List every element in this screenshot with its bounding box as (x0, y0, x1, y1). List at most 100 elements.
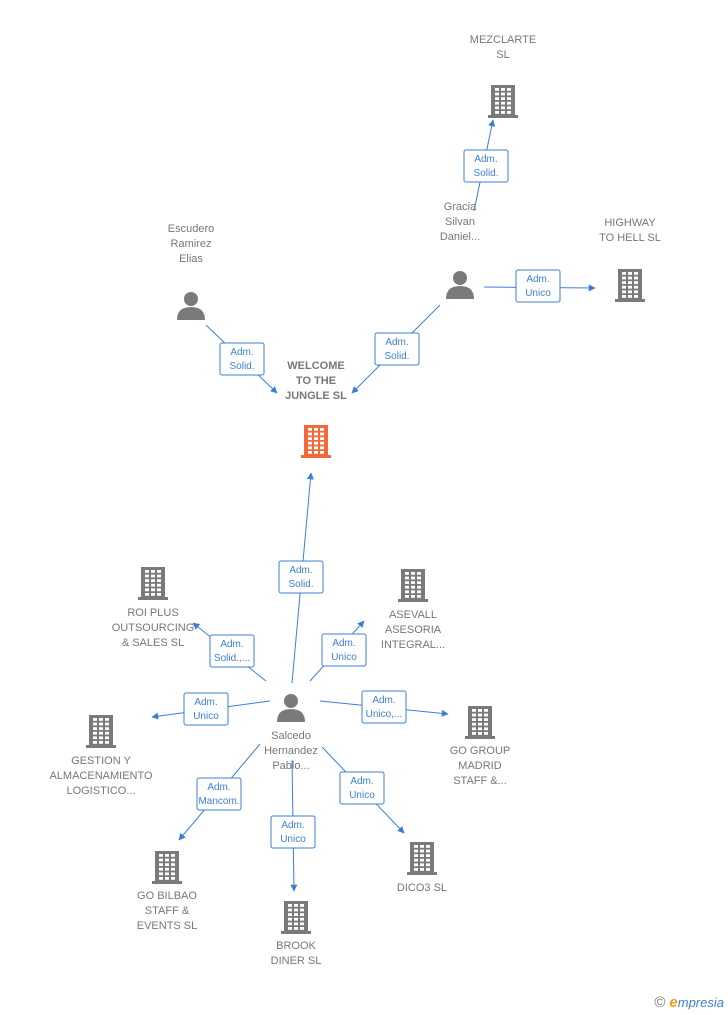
brand-logo-e: e (669, 994, 678, 1011)
node-highway[interactable]: HIGHWAY TO HELL SL (599, 217, 661, 302)
edge-label-box (209, 634, 255, 668)
edge-label-text: Solid.,... (214, 653, 250, 664)
node-label-line: HIGHWAY (604, 217, 656, 229)
edge-label-text: Adm. (207, 782, 230, 793)
node-label-line: EVENTS SL (137, 920, 198, 932)
node-gracia[interactable]: GraciaSilvanDaniel... (440, 201, 480, 299)
building-icon (488, 85, 518, 118)
node-label-line: GESTION Y (71, 755, 131, 767)
edge-escudero-to-welcome: Adm. Solid. (205, 324, 278, 394)
edge-label-text: Adm. (372, 695, 395, 706)
node-label-line: Daniel... (440, 231, 480, 243)
edge-salcedo-to-asevall: Adm. Unico (309, 620, 367, 682)
edge-label-text: Unico (193, 711, 219, 722)
node-label-line: GO GROUP (450, 745, 511, 757)
edge-role-label[interactable]: Adm. Unico (515, 269, 561, 303)
node-salcedo[interactable]: SalcedoHernandezPablo... (264, 694, 318, 772)
edge-role-label[interactable]: Adm.Unico (183, 692, 229, 726)
node-label-line: Salcedo (271, 730, 311, 742)
edge-label-box (463, 149, 509, 183)
node-label-line: WELCOME (287, 360, 344, 372)
edge-salcedo-to-gobilbao: Adm.Mancom. (178, 743, 261, 841)
node-dico3[interactable]: DICO3 SL (397, 842, 447, 894)
edge-label-box (183, 692, 229, 726)
edge-gracia-to-welcome: Adm. Solid. (351, 304, 441, 394)
node-label-line: MEZCLARTE (470, 34, 536, 46)
edges-layer: Adm.Solid.Adm.UnicoAdm.Solid.Adm.Solid.A… (151, 119, 596, 892)
edge-salcedo-to-roiplus: Adm.Solid.,... (192, 622, 267, 682)
edge-label-box (321, 633, 367, 667)
node-label-line: Gracia (444, 201, 477, 213)
node-gestion[interactable]: GESTION Y ALMACENAMIENTO LOGISTICO... (49, 715, 153, 797)
node-mezclarte[interactable]: MEZCLARTE SL (470, 34, 536, 118)
node-label-line: Ramirez (171, 238, 212, 250)
edge-label-text: Unico (525, 288, 551, 299)
edge-label-text: Adm. (332, 638, 355, 649)
node-label-line: LOGISTICO... (66, 785, 135, 797)
node-label-line: TO THE (296, 375, 336, 387)
edge-label-text: Adm. (385, 337, 408, 348)
edge-label-text: Solid. (288, 579, 313, 590)
node-label-line: MADRID (458, 760, 501, 772)
edge-label-text: Unico (349, 790, 375, 801)
node-label-line: ASESORIA (385, 624, 442, 636)
node-label-line: STAFF &... (453, 775, 507, 787)
building-icon (152, 851, 182, 884)
node-label-line: Elias (179, 253, 203, 265)
node-label-line: DINER SL (271, 955, 322, 967)
edge-label-text: Solid. (229, 361, 254, 372)
building-icon (465, 706, 495, 739)
edge-label-text: Adm. (474, 154, 497, 165)
edge-label-text: Adm. (350, 776, 373, 787)
edge-label-box (339, 771, 385, 805)
node-label-line: TO HELL SL (599, 232, 661, 244)
edge-label-text: Solid. (384, 351, 409, 362)
edge-label-box (270, 815, 316, 849)
brand-logo-text: mpresia (677, 995, 724, 1010)
building-icon (615, 269, 645, 302)
edge-gracia-to-mezclarte: Adm. Solid. (463, 119, 509, 212)
node-label-line: Pablo... (272, 760, 309, 772)
edge-label-text: Unico,... (366, 709, 403, 720)
node-label-line: GO BILBAO (137, 890, 197, 902)
edge-role-label[interactable]: Adm. Solid. (374, 332, 420, 366)
edge-label-text: Adm. (526, 274, 549, 285)
copyright-symbol: © (654, 994, 666, 1011)
edge-role-label[interactable]: Adm.Solid. (278, 560, 324, 594)
node-label-line: Hernandez (264, 745, 318, 757)
edge-label-text: Adm. (230, 347, 253, 358)
node-asevall[interactable]: ASEVALLASESORIAINTEGRAL... (381, 569, 445, 651)
edge-label-text: Adm. (281, 820, 304, 831)
edge-salcedo-to-welcome: Adm.Solid. (278, 472, 324, 684)
footer-brand: © empresia (654, 994, 724, 1011)
edge-role-label[interactable]: Adm. Solid. (463, 149, 509, 183)
edge-label-text: Unico (331, 652, 357, 663)
edge-label-box (515, 269, 561, 303)
edge-role-label[interactable]: Adm.Unico (270, 815, 316, 849)
node-label-line: ROI PLUS (127, 607, 178, 619)
edge-role-label[interactable]: Adm. Solid. (219, 342, 265, 376)
edge-role-label[interactable]: Adm. Unico (339, 771, 385, 805)
node-label-line: ALMACENAMIENTO (49, 770, 153, 782)
building-icon (407, 842, 437, 875)
building-icon (281, 901, 311, 934)
node-label-line: INTEGRAL... (381, 639, 445, 651)
edge-role-label[interactable]: Adm.Mancom. (196, 777, 242, 811)
person-icon (277, 694, 305, 722)
edge-role-label[interactable]: Adm. Unico,... (361, 690, 407, 724)
node-gogroup[interactable]: GO GROUP MADRID STAFF &... (450, 706, 511, 787)
edge-label-box (196, 777, 242, 811)
edge-role-label[interactable]: Adm.Solid.,... (209, 634, 255, 668)
edge-label-text: Solid. (473, 168, 498, 179)
node-gobilbao[interactable]: GO BILBAO STAFF & EVENTS SL (137, 851, 198, 932)
edge-label-box (278, 560, 324, 594)
edge-role-label[interactable]: Adm. Unico (321, 633, 367, 667)
node-label-line: SL (496, 49, 509, 61)
node-label-line: STAFF & (145, 905, 190, 917)
edge-label-box (361, 690, 407, 724)
